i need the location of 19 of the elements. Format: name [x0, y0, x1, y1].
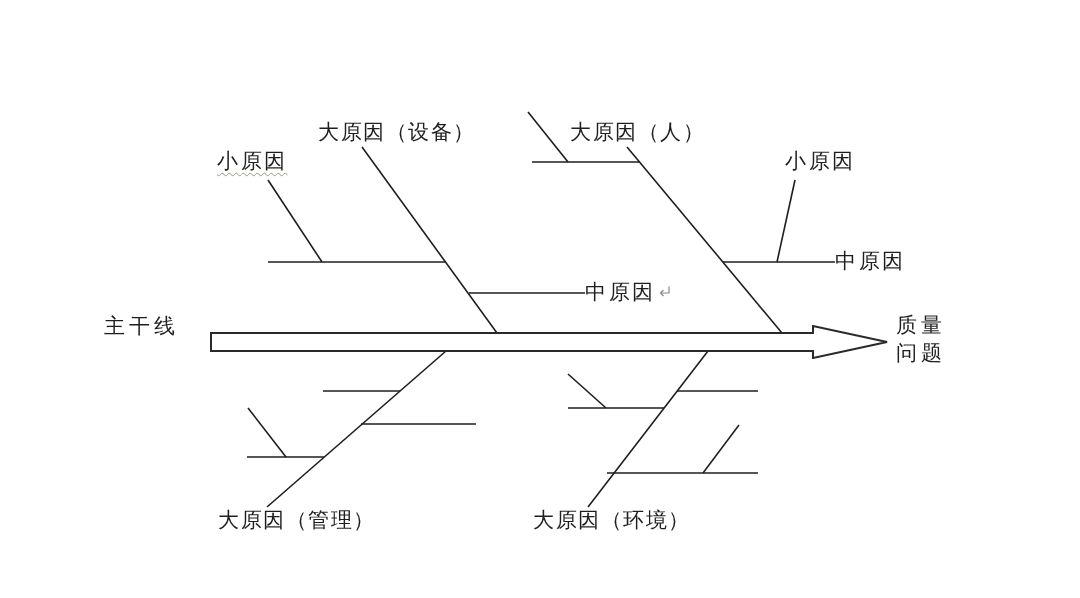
spine-label: 主干线 [104, 313, 179, 340]
bone-line [468, 292, 586, 294]
bone-line [361, 146, 498, 334]
main-cause-label: 大原因（环境） [533, 507, 691, 534]
bone-line [267, 179, 323, 263]
main-cause-label: 大原因（设备） [318, 118, 476, 147]
bone-line [587, 350, 709, 508]
main-cause-label: 大原因（管理） [218, 507, 376, 534]
minor-cause-label: 小原因 [785, 149, 856, 180]
minor-cause-label: 小原因 [217, 149, 288, 180]
bone-line [266, 350, 447, 508]
main-arrow [210, 325, 888, 359]
sub-cause-label: 中原因 [835, 248, 906, 275]
problem-label: 质量问题 [896, 311, 952, 367]
sub-cause-label: 中原因 [585, 279, 656, 306]
bone-line [626, 146, 783, 334]
bone-line [722, 261, 836, 263]
bone-line [776, 179, 796, 263]
main-cause-label: 大原因（人） [570, 118, 705, 147]
